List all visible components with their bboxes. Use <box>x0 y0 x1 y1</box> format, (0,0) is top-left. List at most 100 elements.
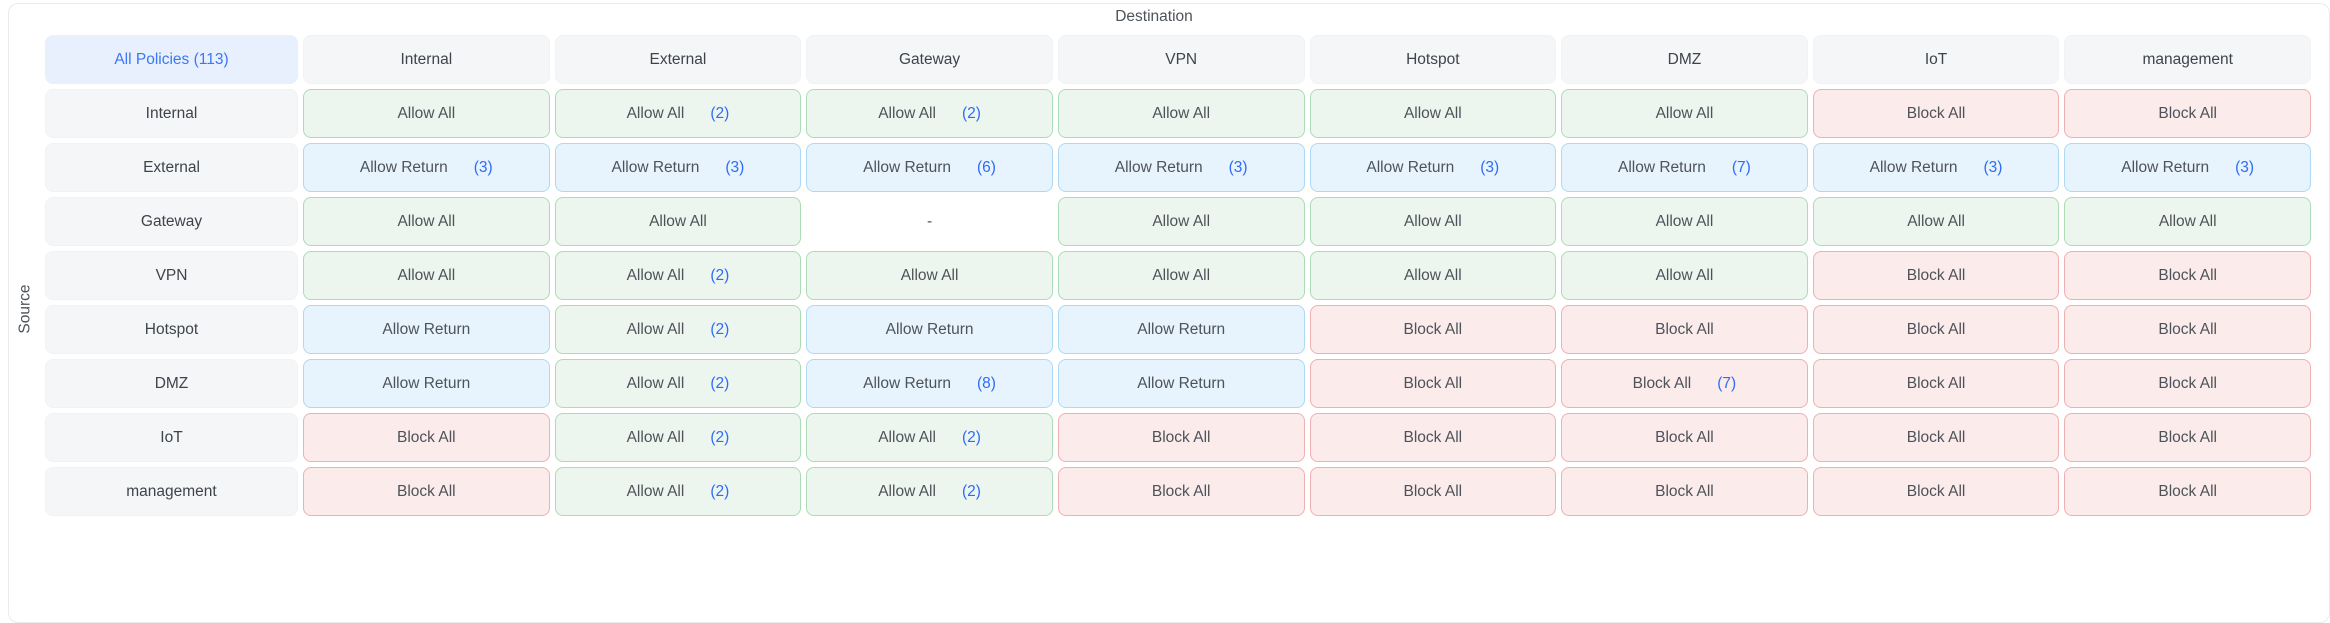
policy-cell-iot-vpn[interactable]: Block All <box>1057 413 1305 462</box>
policy-action-label: Allow All <box>1152 266 1211 284</box>
policy-cell-external-vpn[interactable]: Allow Return(3) <box>1057 143 1305 192</box>
policy-cell-iot-internal[interactable]: Block All <box>303 413 550 462</box>
policy-cell-gateway-gateway[interactable]: - <box>806 197 1053 246</box>
column-header-hotspot[interactable]: Hotspot <box>1309 35 1557 84</box>
policy-cell-hotspot-vpn[interactable]: Allow Return <box>1057 305 1305 354</box>
policy-cell-hotspot-gateway[interactable]: Allow Return <box>806 305 1053 354</box>
policy-action-label: Block All <box>1151 428 1211 446</box>
policy-count-badge: (3) <box>2235 158 2255 176</box>
policy-cell-internal-gateway[interactable]: Allow All(2) <box>806 89 1053 138</box>
policy-cell-dmz-internal[interactable]: Allow Return <box>303 359 550 408</box>
policy-cell-vpn-vpn[interactable]: Allow All <box>1057 251 1305 300</box>
destination-axis-label: Destination <box>1115 8 1193 25</box>
column-header-vpn[interactable]: VPN <box>1057 35 1305 84</box>
policy-action-label: Allow All <box>1152 212 1211 230</box>
policy-action-label: Block All <box>397 428 456 446</box>
row-header-label: Hotspot <box>144 320 199 338</box>
policy-cell-external-external[interactable]: Allow Return(3) <box>554 143 802 192</box>
policy-cell-iot-external[interactable]: Allow All(2) <box>554 413 802 462</box>
row-header-hotspot[interactable]: Hotspot <box>45 305 298 354</box>
policy-cell-internal-internal[interactable]: Allow All <box>303 89 550 138</box>
policy-cell-external-iot[interactable]: Allow Return(3) <box>1812 143 2060 192</box>
policy-cell-hotspot-internal[interactable]: Allow Return <box>303 305 550 354</box>
policy-cell-gateway-internal[interactable]: Allow All <box>303 197 550 246</box>
policy-cell-management-dmz[interactable]: Block All <box>1561 467 1808 516</box>
policy-cell-internal-iot[interactable]: Block All <box>1812 89 2060 138</box>
policy-cell-management-external[interactable]: Allow All(2) <box>554 467 802 516</box>
policy-cell-iot-gateway[interactable]: Allow All(2) <box>806 413 1053 462</box>
column-header-gateway[interactable]: Gateway <box>806 35 1053 84</box>
policy-cell-internal-vpn[interactable]: Allow All <box>1057 89 1305 138</box>
column-header-label: management <box>2142 50 2233 68</box>
policy-cell-external-gateway[interactable]: Allow Return(6) <box>806 143 1053 192</box>
policy-cell-internal-management[interactable]: Block All <box>2064 89 2311 138</box>
policy-cell-dmz-hotspot[interactable]: Block All <box>1309 359 1557 408</box>
policy-cell-dmz-vpn[interactable]: Allow Return <box>1057 359 1305 408</box>
policy-cell-iot-dmz[interactable]: Block All <box>1561 413 1808 462</box>
column-header-dmz[interactable]: DMZ <box>1561 35 1808 84</box>
policy-cell-dmz-external[interactable]: Allow All(2) <box>554 359 802 408</box>
row-header-label: management <box>126 482 217 500</box>
column-header-label: IoT <box>1924 50 1948 68</box>
policy-cell-iot-iot[interactable]: Block All <box>1812 413 2060 462</box>
policy-cell-management-iot[interactable]: Block All <box>1812 467 2060 516</box>
policy-action-label: Allow Return <box>885 320 974 338</box>
policy-cell-vpn-management[interactable]: Block All <box>2064 251 2311 300</box>
policy-action-label: Allow All <box>1403 266 1462 284</box>
policy-action-label: Allow All <box>900 266 959 284</box>
policy-cell-external-management[interactable]: Allow Return(3) <box>2064 143 2311 192</box>
policy-cell-gateway-management[interactable]: Allow All <box>2064 197 2311 246</box>
policy-cell-dmz-dmz[interactable]: Block All(7) <box>1561 359 1808 408</box>
row-header-dmz[interactable]: DMZ <box>45 359 298 408</box>
policy-cell-iot-management[interactable]: Block All <box>2064 413 2311 462</box>
column-header-internal[interactable]: Internal <box>303 35 550 84</box>
policy-cell-dmz-gateway[interactable]: Allow Return(8) <box>806 359 1053 408</box>
policy-cell-vpn-external[interactable]: Allow All(2) <box>554 251 802 300</box>
policy-cell-hotspot-management[interactable]: Block All <box>2064 305 2311 354</box>
all-policies-button[interactable]: All Policies (113) <box>45 35 298 84</box>
policy-cell-gateway-iot[interactable]: Allow All <box>1812 197 2060 246</box>
row-header-management[interactable]: management <box>45 467 298 516</box>
policy-cell-gateway-vpn[interactable]: Allow All <box>1057 197 1305 246</box>
row-header-internal[interactable]: Internal <box>45 89 298 138</box>
policy-cell-gateway-dmz[interactable]: Allow All <box>1561 197 1808 246</box>
policy-cell-vpn-hotspot[interactable]: Allow All <box>1309 251 1557 300</box>
policy-cell-dmz-management[interactable]: Block All <box>2064 359 2311 408</box>
policy-cell-internal-external[interactable]: Allow All(2) <box>554 89 802 138</box>
policy-cell-gateway-hotspot[interactable]: Allow All <box>1309 197 1557 246</box>
policy-cell-management-management[interactable]: Block All <box>2064 467 2311 516</box>
policy-action-label: Block All <box>1655 482 1714 500</box>
row-header-iot[interactable]: IoT <box>45 413 298 462</box>
policy-cell-vpn-iot[interactable]: Block All <box>1812 251 2060 300</box>
policy-cell-management-internal[interactable]: Block All <box>303 467 550 516</box>
policy-cell-hotspot-iot[interactable]: Block All <box>1812 305 2060 354</box>
policy-cell-external-dmz[interactable]: Allow Return(7) <box>1561 143 1808 192</box>
policy-cell-hotspot-external[interactable]: Allow All(2) <box>554 305 802 354</box>
row-header-label: External <box>143 158 200 176</box>
policy-cell-vpn-dmz[interactable]: Allow All <box>1561 251 1808 300</box>
policy-action-label: Allow Return <box>1618 158 1706 176</box>
policy-cell-vpn-gateway[interactable]: Allow All <box>806 251 1053 300</box>
column-header-iot[interactable]: IoT <box>1812 35 2060 84</box>
policy-cell-management-gateway[interactable]: Allow All(2) <box>806 467 1053 516</box>
policy-cell-gateway-external[interactable]: Allow All <box>554 197 802 246</box>
policy-action-label: Block All <box>1906 104 1966 122</box>
policy-cell-hotspot-hotspot[interactable]: Block All <box>1309 305 1557 354</box>
policy-cell-hotspot-dmz[interactable]: Block All <box>1561 305 1808 354</box>
policy-cell-vpn-internal[interactable]: Allow All <box>303 251 550 300</box>
policy-cell-internal-hotspot[interactable]: Allow All <box>1309 89 1557 138</box>
policy-cell-management-vpn[interactable]: Block All <box>1057 467 1305 516</box>
policy-cell-dmz-iot[interactable]: Block All <box>1812 359 2060 408</box>
policy-cell-iot-hotspot[interactable]: Block All <box>1309 413 1557 462</box>
column-header-management[interactable]: management <box>2064 35 2311 84</box>
row-header-external[interactable]: External <box>45 143 298 192</box>
policy-cell-management-hotspot[interactable]: Block All <box>1309 467 1557 516</box>
policy-cell-internal-dmz[interactable]: Allow All <box>1561 89 1808 138</box>
policy-cell-external-hotspot[interactable]: Allow Return(3) <box>1309 143 1557 192</box>
row-header-gateway[interactable]: Gateway <box>45 197 298 246</box>
column-header-external[interactable]: External <box>554 35 802 84</box>
row-header-label: Gateway <box>140 212 203 230</box>
policy-action-label: Block All <box>2158 428 2217 446</box>
row-header-vpn[interactable]: VPN <box>45 251 298 300</box>
policy-cell-external-internal[interactable]: Allow Return(3) <box>303 143 550 192</box>
